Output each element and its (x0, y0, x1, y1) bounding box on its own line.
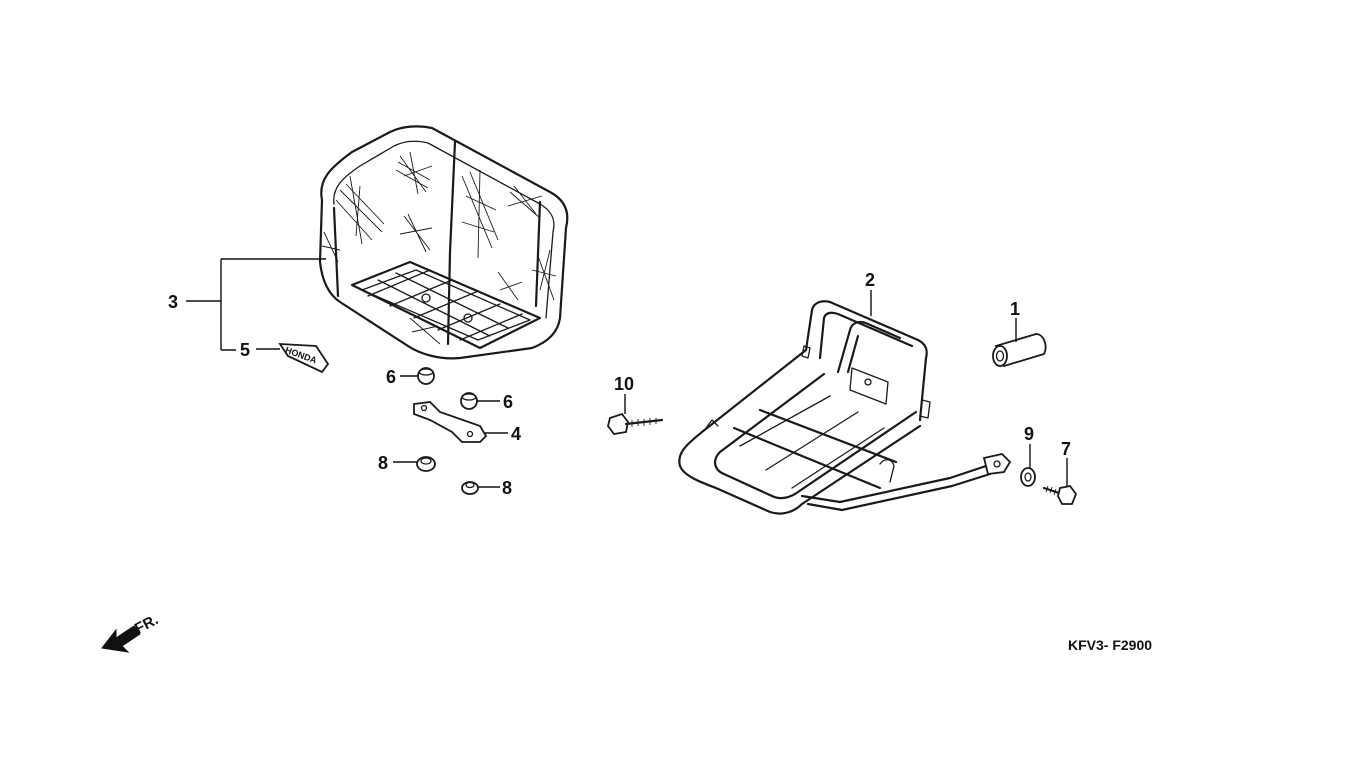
drawing-code: KFV3- F2900 (1068, 637, 1152, 653)
callout-6a: 6 (386, 367, 396, 387)
callout-4: 4 (511, 424, 521, 444)
callout-9: 9 (1024, 424, 1034, 444)
callout-8a: 8 (378, 453, 388, 473)
grommet-part (417, 367, 478, 410)
flange-bolt-part (607, 412, 664, 435)
leader-lines (186, 258, 1068, 488)
callout-3: 3 (168, 292, 178, 312)
washer-part (1020, 467, 1036, 487)
callout-10: 10 (614, 374, 634, 394)
callout-8b: 8 (502, 478, 512, 498)
front-direction-arrow-icon: FR. (101, 611, 161, 653)
callout-2: 2 (865, 270, 875, 290)
callout-7: 7 (1061, 439, 1071, 459)
bracket-part (413, 401, 488, 443)
basket-part (318, 125, 569, 360)
hex-bolt-part (1042, 485, 1078, 505)
flange-nut-part (416, 456, 479, 495)
callout-1: 1 (1010, 299, 1020, 319)
honda-emblem-part: HONDA (278, 343, 330, 374)
callout-5: 5 (240, 340, 250, 360)
callout-6b: 6 (503, 392, 513, 412)
basket-carrier-part (678, 300, 1012, 515)
collar-part (992, 333, 1047, 368)
